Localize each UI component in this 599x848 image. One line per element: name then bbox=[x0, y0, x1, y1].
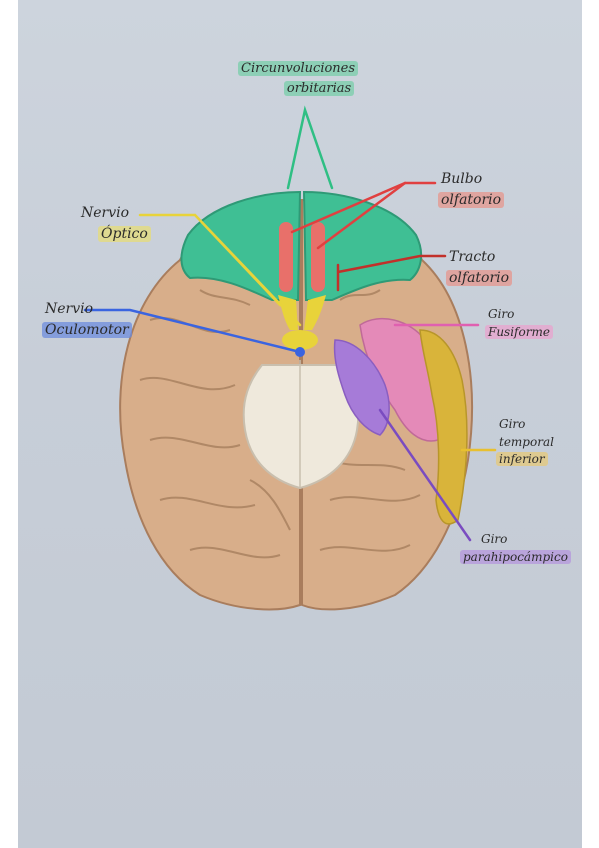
leader-nervio-optico bbox=[138, 213, 302, 327]
label-bulbo-line1: Bulbo bbox=[441, 171, 483, 187]
label-giro-fusiforme-line2: Fusiforme bbox=[485, 324, 553, 339]
label-giro-fusiforme: Giro Fusiforme bbox=[485, 307, 553, 339]
label-nervio-optico-line2: Óptico bbox=[98, 225, 151, 242]
leader-oculomotor bbox=[83, 308, 302, 354]
label-giro-fusiforme-line1: Giro bbox=[488, 307, 515, 321]
label-nervio-optico-line1: Nervio bbox=[81, 205, 130, 221]
orbital-gyri-left bbox=[180, 190, 302, 301]
label-nervio-oculomotor: Nervio Oculomotor bbox=[42, 301, 132, 338]
label-tracto-line1: Tracto bbox=[449, 249, 496, 265]
label-nervio-optico: Nervio Óptico bbox=[78, 205, 151, 242]
inferior-temporal-gyrus bbox=[419, 329, 468, 525]
parahippocampal-gyrus bbox=[333, 339, 390, 436]
label-giro-parahipocampico-line2: parahipocámpico bbox=[460, 549, 571, 564]
label-nervio-oculomotor-line1: Nervio bbox=[45, 301, 94, 317]
optic-chiasm bbox=[282, 330, 318, 350]
orbital-gyri-right bbox=[302, 190, 423, 301]
label-giro-temporal-line1: Giro bbox=[499, 417, 526, 431]
label-circunvoluciones-line1: Circunvoluciones bbox=[238, 61, 359, 76]
label-nervio-oculomotor-line2: Oculomotor bbox=[42, 321, 132, 338]
olfactory-tract-right bbox=[311, 222, 325, 292]
label-bulbo: Bulbo olfatorio bbox=[438, 171, 505, 208]
label-giro-temporal-line3: inferior bbox=[496, 452, 548, 467]
label-giro-parahipocampico-line1: Giro bbox=[481, 532, 508, 546]
label-circunvoluciones: Circunvoluciones orbitarias bbox=[238, 61, 359, 96]
label-giro-temporal: Giro temporal inferior bbox=[496, 417, 557, 467]
leader-bulbo-2 bbox=[316, 181, 407, 250]
label-tracto-line2: olfatorio bbox=[446, 269, 513, 286]
olfactory-tract-left bbox=[279, 222, 293, 292]
leader-parahipocampico bbox=[378, 408, 472, 542]
optic-nerve-right bbox=[304, 295, 326, 330]
leader-tracto bbox=[336, 254, 447, 292]
label-giro-parahipocampico: Giro parahipocámpico bbox=[460, 532, 571, 564]
label-circunvoluciones-line2: orbitarias bbox=[283, 80, 355, 96]
label-bulbo-line2: olfatorio bbox=[438, 191, 505, 208]
label-giro-temporal-line2: temporal bbox=[499, 434, 554, 449]
label-tracto: Tracto olfatorio bbox=[446, 249, 513, 286]
leader-circunvoluciones bbox=[286, 105, 334, 190]
